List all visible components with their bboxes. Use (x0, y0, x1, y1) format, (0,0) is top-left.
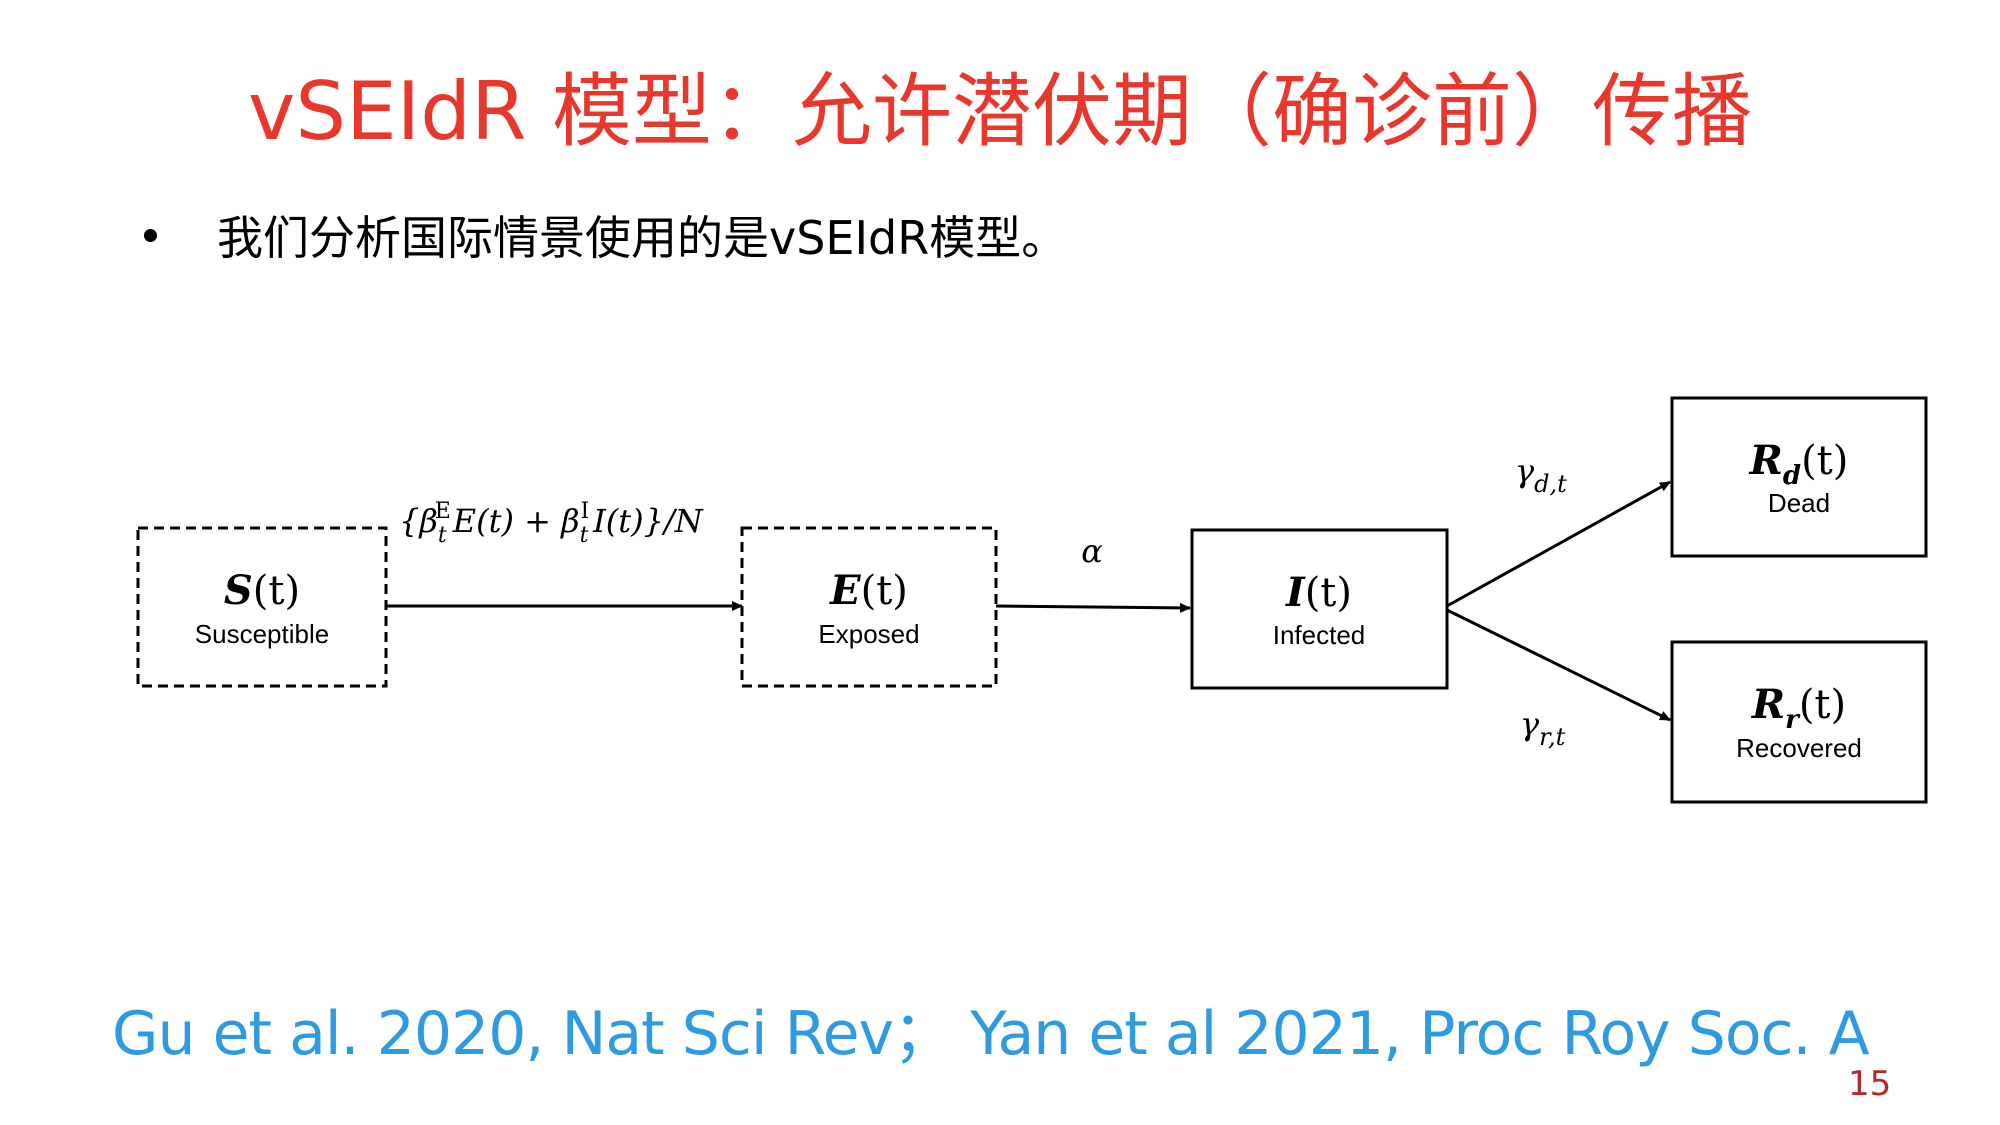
node-infected: I(t) Infected (1190, 528, 1449, 690)
bullet-dot-icon (144, 228, 157, 242)
node-recovered-label: Recovered (1736, 733, 1862, 763)
edge-death-arrow (1446, 480, 1671, 608)
node-infected-label: Infected (1273, 620, 1366, 650)
bullet-text: 我们分析国际情景使用的是vSEIdR模型。 (217, 211, 1068, 265)
node-exposed-symbol: E(t) (829, 567, 908, 614)
citation: Gu et al. 2020, Nat Sci Rev； Yan et al 2… (112, 999, 1870, 1069)
node-dead-label: Dead (1768, 488, 1830, 518)
node-dead: Rd(t) Dead (1670, 396, 1928, 558)
node-susceptible-symbol: S(t) (224, 567, 300, 614)
edge-incubation-label: α (1081, 532, 1103, 570)
page-number: 15 (1848, 1064, 1892, 1104)
node-exposed: E(t) Exposed (740, 526, 998, 688)
node-recovered-symbol: Rr(t) (1751, 681, 1846, 735)
edge-recovery-arrow (1446, 608, 1671, 722)
node-exposed-label: Exposed (818, 619, 919, 649)
node-recovered: Rr(t) Recovered (1670, 640, 1928, 804)
node-dead-symbol: Rd(t) (1749, 437, 1849, 491)
node-infected-symbol: I(t) (1285, 569, 1352, 616)
slide-title: vSEIdR 模型：允许潜伏期（确诊前）传播 (247, 65, 1753, 158)
bullet-item: 我们分析国际情景使用的是vSEIdR模型。 (144, 200, 1067, 270)
edge-death-label: γd,t (1515, 452, 1567, 498)
edge-recovery-label: γr,t (1520, 705, 1566, 751)
node-susceptible-label: Susceptible (195, 619, 329, 649)
node-susceptible: S(t) Susceptible (136, 526, 388, 688)
edge-incubation-arrow (995, 602, 1191, 613)
